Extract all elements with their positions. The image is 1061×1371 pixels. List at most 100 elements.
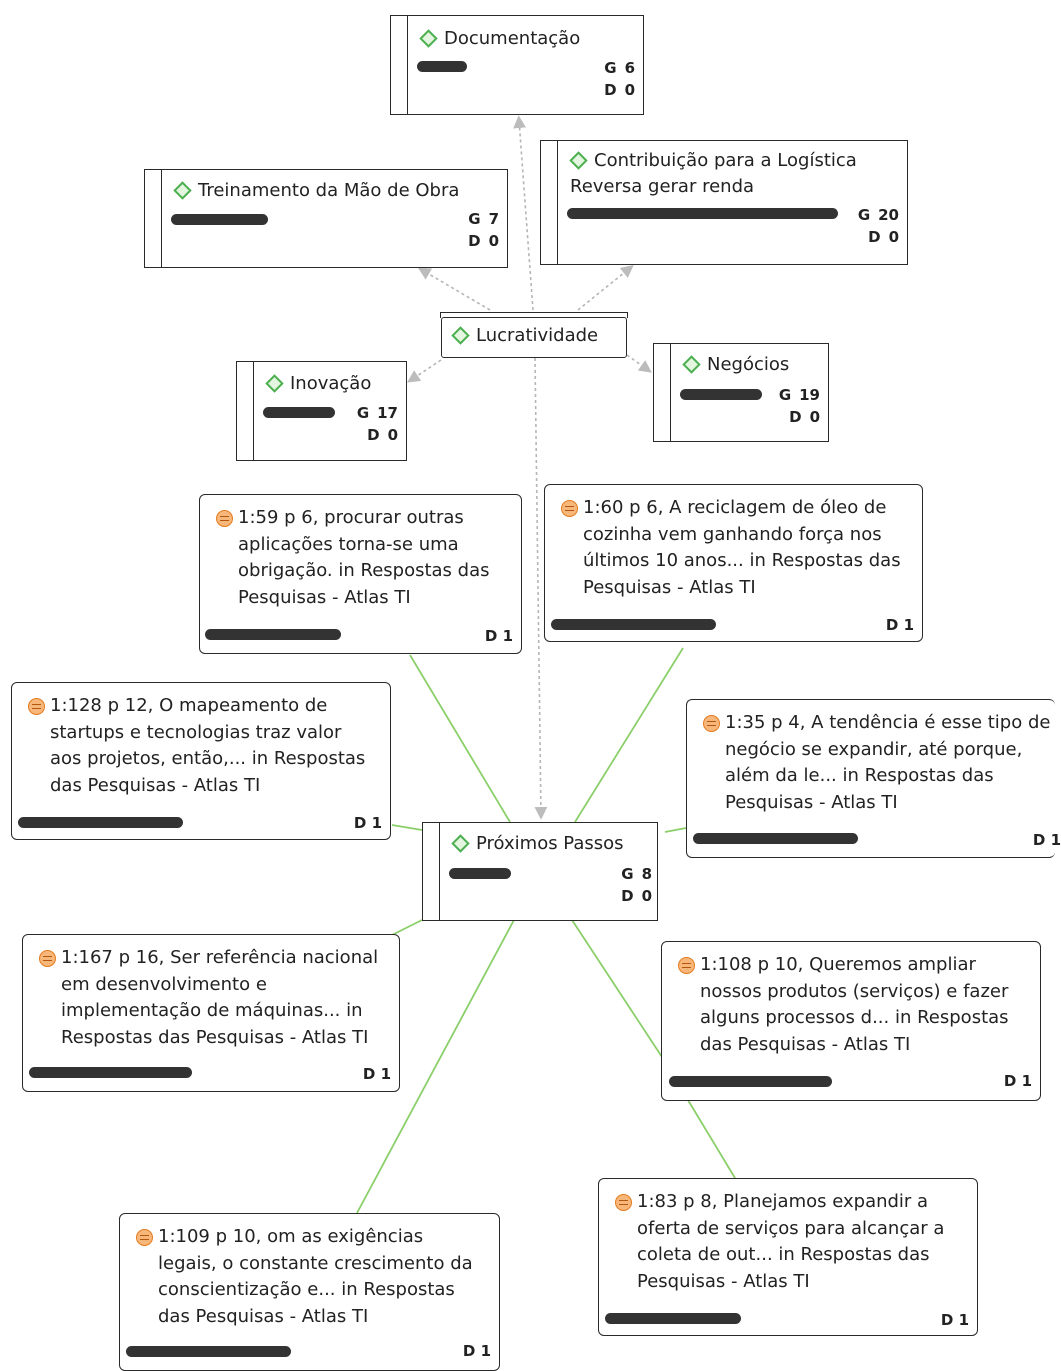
d-count: D 1: [1003, 1072, 1032, 1090]
d-count: 0: [888, 228, 899, 246]
d-count: D 1: [940, 1311, 969, 1329]
quote-label: 1:83 p 8, Planejamos expandir a oferta d…: [637, 1191, 945, 1292]
diamond-icon: [569, 151, 588, 170]
quotation-icon: [561, 500, 578, 517]
quote-1-35[interactable]: 1:35 p 4, A tendência é esse tipo de neg…: [686, 699, 1061, 858]
g-label: G: [468, 210, 481, 228]
diamond-icon: [173, 181, 192, 200]
quote-label: 1:59 p 6, procurar outras aplicações tor…: [238, 507, 490, 608]
code-title: Contribuição para a Logística Reversa ge…: [569, 148, 890, 200]
redacted-bar: [567, 208, 838, 219]
quote-1-167[interactable]: 1:167 p 16, Ser referência nacional em d…: [22, 934, 400, 1092]
edge-proximos-q1108: [571, 919, 663, 1058]
g-label: G: [778, 386, 792, 404]
edge-lucratividade-negocios: [626, 354, 652, 373]
edge-lucratividade-treinamento: [417, 267, 491, 311]
redacted-bar: [693, 833, 858, 844]
edge-lucratividade-documentacao: [513, 115, 534, 311]
edge-proximos-q1167: [391, 919, 423, 936]
quote-1-59[interactable]: 1:59 p 6, procurar outras aplicações tor…: [199, 494, 522, 654]
d-label: D: [621, 887, 634, 905]
quotation-icon: [136, 1229, 153, 1246]
code-contribuicao[interactable]: Contribuição para a Logística Reversa ge…: [540, 140, 908, 265]
quote-label: 1:35 p 4, A tendência é esse tipo de neg…: [725, 712, 1051, 813]
g-count: 19: [799, 386, 820, 404]
code-label: Próximos Passos: [476, 833, 624, 854]
edge-lucratividade-proximos: [534, 357, 548, 820]
quote-1-83[interactable]: 1:83 p 8, Planejamos expandir a oferta d…: [598, 1178, 978, 1336]
edge-lucratividade-contribuicao: [577, 264, 634, 311]
code-title: Documentação: [419, 26, 580, 52]
quote-text: 1:60 p 6, A reciclagem de óleo de cozinh…: [561, 495, 908, 601]
d-count: D 1: [462, 1342, 491, 1360]
d-label: D: [367, 426, 380, 444]
redacted-bar: [18, 817, 183, 828]
redacted-bar: [205, 629, 341, 640]
d-count: 0: [641, 887, 652, 905]
quote-1-128[interactable]: 1:128 p 12, O mapeamento de startups e t…: [11, 682, 391, 840]
diamond-icon: [419, 29, 438, 48]
edge-lucratividade-inovacao: [407, 359, 442, 383]
code-title: Próximos Passos: [451, 831, 624, 857]
edge-proximos-q159: [409, 654, 511, 823]
code-title: Treinamento da Mão de Obra: [173, 178, 459, 204]
redacted-bar: [29, 1067, 192, 1078]
quote-text: 1:109 p 10, om as exigências legais, o c…: [136, 1224, 485, 1330]
redacted-bar: [680, 389, 762, 400]
edge-proximos-q1109: [356, 919, 515, 1214]
d-count: 0: [624, 81, 635, 99]
g-label: G: [857, 206, 871, 224]
d-label: D: [604, 81, 617, 99]
code-title: Lucratividade: [451, 325, 599, 346]
quotation-icon: [703, 715, 720, 732]
redacted-bar: [605, 1313, 741, 1324]
diamond-icon: [451, 834, 470, 853]
d-count: 0: [809, 408, 820, 426]
code-title: Inovação: [265, 371, 372, 397]
quotation-icon: [28, 698, 45, 715]
g-count: 20: [878, 206, 899, 224]
redacted-bar: [417, 61, 467, 72]
d-count: D 1: [484, 627, 513, 645]
d-count: 0: [387, 426, 398, 444]
quote-label: 1:109 p 10, om as exigências legais, o c…: [158, 1226, 473, 1327]
g-count: 17: [377, 404, 398, 422]
redacted-bar: [551, 619, 716, 630]
diamond-icon: [451, 326, 470, 345]
quote-text: 1:35 p 4, A tendência é esse tipo de neg…: [703, 710, 1051, 816]
redacted-bar: [171, 214, 268, 225]
d-count: D 1: [353, 814, 382, 832]
edge-proximos-q1128: [391, 824, 423, 831]
quote-text: 1:59 p 6, procurar outras aplicações tor…: [216, 505, 507, 611]
redacted-bar: [126, 1346, 291, 1357]
diamond-icon: [682, 355, 701, 374]
d-count: D 1: [1032, 831, 1061, 849]
quote-1-109[interactable]: 1:109 p 10, om as exigências legais, o c…: [119, 1213, 500, 1371]
quotation-icon: [39, 950, 56, 967]
code-lucratividade[interactable]: Lucratividade: [440, 312, 628, 358]
d-count: D 1: [885, 616, 914, 634]
d-count: 0: [488, 232, 499, 250]
quote-1-108[interactable]: 1:108 p 10, Queremos ampliar nossos prod…: [661, 941, 1041, 1101]
code-label: Lucratividade: [476, 325, 599, 346]
code-label: Negócios: [707, 354, 790, 375]
quote-1-60[interactable]: 1:60 p 6, A reciclagem de óleo de cozinh…: [544, 484, 923, 642]
redacted-bar: [449, 868, 511, 879]
quote-label: 1:167 p 16, Ser referência nacional em d…: [61, 947, 379, 1048]
g-label: G: [604, 59, 617, 77]
quotation-icon: [615, 1194, 632, 1211]
code-label: Inovação: [290, 373, 372, 394]
g-count: 7: [488, 210, 499, 228]
redacted-bar: [669, 1076, 832, 1087]
d-count: D 1: [362, 1065, 391, 1083]
